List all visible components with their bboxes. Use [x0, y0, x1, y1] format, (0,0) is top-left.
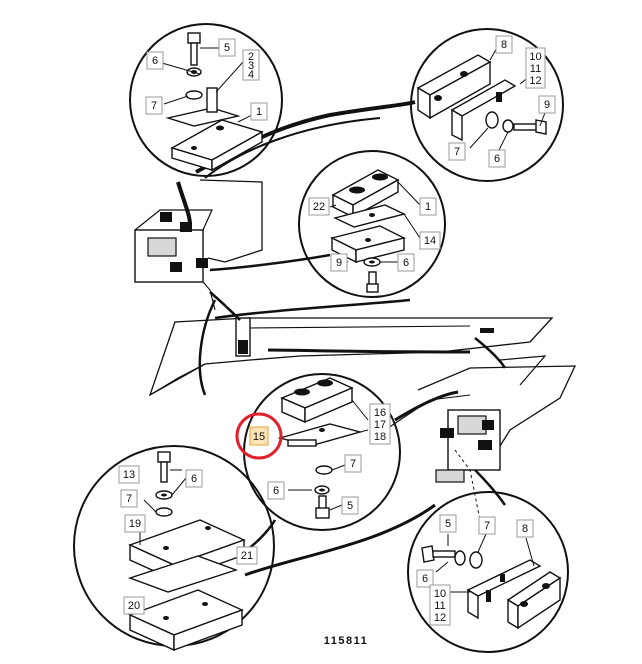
callout-box: 22 — [308, 197, 330, 216]
svg-text:6: 6 — [191, 473, 197, 485]
detail-circle-bottom-right — [407, 491, 569, 653]
svg-text:5: 5 — [224, 42, 230, 54]
callout-box: 20 — [123, 596, 145, 615]
svg-text:5: 5 — [347, 500, 353, 512]
svg-text:22: 22 — [313, 201, 325, 213]
callout-box: 6 — [146, 51, 164, 70]
callout-box: 9 — [330, 253, 348, 272]
callout-box: 6 — [267, 481, 285, 500]
callout-box: 5 — [439, 514, 457, 533]
callout-box: 14 — [419, 231, 441, 250]
callout-box: 6 — [488, 149, 506, 168]
callout-box: 10 11 12 — [429, 584, 451, 626]
callout-box-highlighted: 15 — [249, 426, 269, 446]
svg-text:4: 4 — [248, 69, 254, 81]
svg-text:2: 2 — [248, 51, 254, 63]
svg-text:6: 6 — [273, 485, 279, 497]
main-assembly-drawing — [134, 179, 577, 521]
callout-box: 6 — [185, 469, 203, 488]
svg-text:18: 18 — [374, 431, 386, 443]
svg-text:20: 20 — [128, 600, 140, 612]
svg-text:8: 8 — [522, 523, 528, 535]
callout-box: 7 — [120, 489, 138, 508]
callout-box: 6 — [416, 569, 434, 588]
svg-text:1: 1 — [425, 201, 431, 213]
callout-box: 5 — [341, 496, 359, 515]
callout-box: 1 — [250, 102, 268, 121]
svg-text:7: 7 — [484, 520, 490, 532]
svg-text:6: 6 — [403, 257, 409, 269]
svg-text:11: 11 — [434, 600, 445, 612]
detail-circle-bottom-left — [73, 445, 275, 652]
svg-text:9: 9 — [544, 99, 550, 111]
callout-box: 8 — [516, 519, 534, 538]
svg-text:9: 9 — [336, 257, 342, 269]
svg-text:6: 6 — [422, 573, 428, 585]
callout-box: 21 — [236, 546, 258, 565]
callout-box: 7 — [344, 454, 362, 473]
callout-box: 6 — [397, 253, 415, 272]
svg-text:7: 7 — [151, 100, 157, 112]
callout-box: 1 — [419, 197, 437, 216]
svg-text:5: 5 — [445, 518, 451, 530]
svg-text:14: 14 — [424, 235, 436, 247]
svg-text:15: 15 — [253, 431, 265, 443]
callout-box: 10 11 12 — [525, 47, 546, 89]
svg-text:10: 10 — [529, 51, 541, 63]
callout-box: 5 — [218, 38, 236, 57]
svg-text:13: 13 — [123, 469, 135, 481]
svg-text:17: 17 — [374, 419, 386, 431]
svg-text:10: 10 — [434, 588, 446, 600]
svg-text:19: 19 — [129, 518, 141, 530]
detail-circle-top-right — [410, 28, 564, 182]
svg-text:7: 7 — [126, 493, 132, 505]
highlight-ring — [235, 412, 283, 460]
svg-text:12: 12 — [529, 75, 541, 87]
detail-circle-center-lower — [243, 373, 401, 531]
svg-text:11: 11 — [530, 63, 541, 75]
callout-box: 19 — [124, 514, 146, 533]
detail-circle-top-left — [129, 23, 283, 177]
svg-text:12: 12 — [434, 612, 446, 624]
callout-box: 2 3 4 — [242, 49, 260, 81]
svg-text:21: 21 — [241, 550, 253, 562]
callout-box: 8 — [495, 35, 513, 54]
callout-box: 7 — [478, 516, 496, 535]
callout-box: 7 — [448, 142, 466, 161]
svg-text:8: 8 — [501, 39, 507, 51]
figure-number: 115811 — [324, 635, 369, 647]
callout-box: 7 — [145, 96, 163, 115]
callout-box: 16 17 18 — [369, 403, 391, 445]
callout-box: 9 — [538, 95, 556, 114]
callout-labels: 5 6 2 3 4 7 1 8 10 11 12 9 7 6 22 1 14 9… — [118, 35, 556, 626]
svg-text:3: 3 — [248, 60, 254, 72]
detail-circle-center-upper — [298, 150, 446, 298]
svg-text:7: 7 — [454, 146, 460, 158]
svg-text:16: 16 — [374, 407, 386, 419]
svg-text:6: 6 — [494, 153, 500, 165]
svg-text:7: 7 — [350, 458, 356, 470]
svg-text:6: 6 — [152, 55, 158, 67]
svg-text:1: 1 — [256, 106, 262, 118]
callout-box: 13 — [118, 465, 140, 484]
